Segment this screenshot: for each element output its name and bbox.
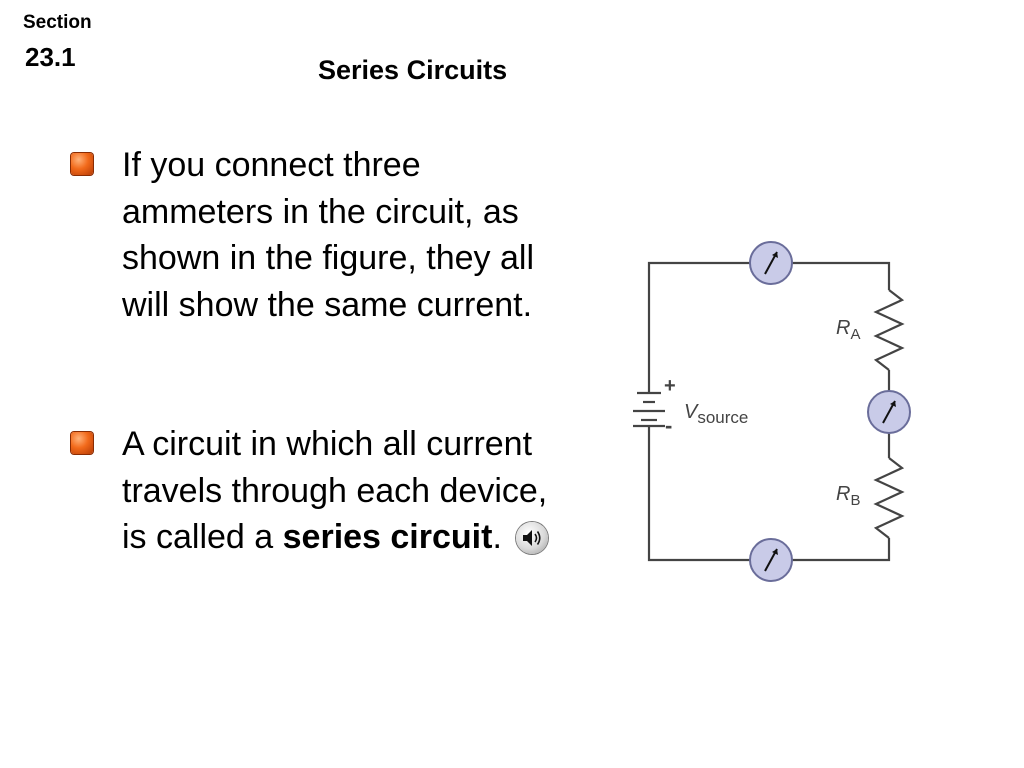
resistor-b-label-sub: B — [850, 492, 860, 509]
wire-left-top — [647, 261, 751, 385]
bullet-text-1: If you connect three ammeters in the cir… — [122, 146, 535, 324]
series-circuit-term: series circuit — [282, 518, 493, 556]
resistor-a-label-sub: A — [850, 326, 860, 343]
bullet-text-2: A circuit in which all current travels t… — [122, 421, 562, 561]
ammeter-icon — [867, 390, 911, 434]
section-label: Section — [23, 12, 92, 33]
bullet-text-2-period: . — [492, 518, 502, 556]
bullet-icon — [71, 432, 93, 454]
bullet-icon — [71, 153, 93, 175]
wire-top-right — [791, 261, 891, 290]
resistor-a-label: RA — [836, 317, 860, 343]
resistor-b-icon — [873, 457, 905, 539]
slide-title: Series Circuits — [318, 55, 508, 85]
series-circuit-diagram: + - Vsource RA RB — [633, 241, 911, 582]
bullet-text-2-lead: A circuit in which all current travels t… — [122, 425, 548, 556]
source-label: Vsource — [684, 401, 748, 427]
speaker-icon — [522, 530, 541, 546]
resistor-a-label-main: R — [836, 317, 850, 339]
resistor-a-icon — [873, 289, 905, 371]
wire-bottom-left — [647, 430, 751, 562]
resistor-b-label-main: R — [836, 483, 850, 505]
wire-bottom-right — [791, 538, 891, 562]
ammeter-icon — [749, 538, 793, 582]
source-label-sub: source — [697, 408, 748, 427]
battery-icon — [633, 385, 665, 430]
resistor-b-label: RB — [836, 483, 860, 509]
source-label-main: V — [684, 401, 699, 423]
section-number: 23.1 — [25, 42, 76, 72]
battery-minus-label: - — [665, 413, 672, 438]
battery-plus-label: + — [664, 375, 676, 397]
ammeter-icon — [749, 241, 793, 285]
audio-play-button[interactable] — [515, 522, 548, 554]
